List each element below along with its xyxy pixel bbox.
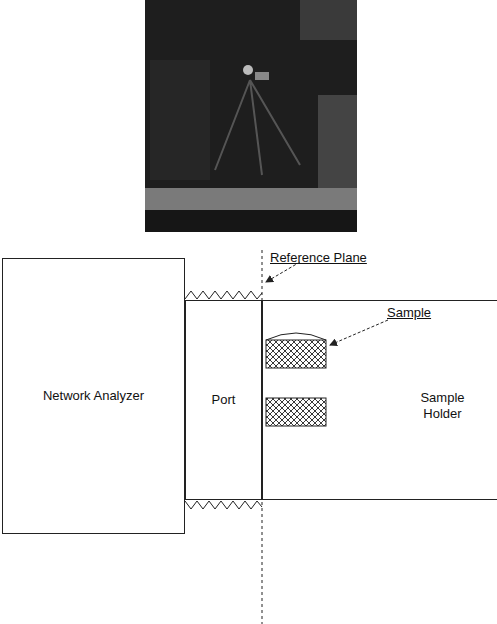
sample-piece bbox=[266, 398, 326, 426]
photo bbox=[145, 0, 357, 232]
thread-top bbox=[185, 291, 262, 299]
port-box: Port bbox=[185, 300, 262, 500]
node-label: Network Analyzer bbox=[43, 388, 144, 404]
thread-bottom bbox=[185, 501, 262, 509]
sample-label: Sample bbox=[385, 305, 433, 320]
node-label: Port bbox=[212, 392, 236, 408]
holder-box: Sample Holder bbox=[262, 300, 497, 500]
reference-plane-label: Reference Plane bbox=[268, 250, 369, 265]
node-label: Sample Holder bbox=[408, 390, 478, 422]
sample-piece bbox=[266, 340, 326, 368]
leader-line bbox=[330, 320, 388, 345]
analyzer-box: Network Analyzer bbox=[2, 258, 185, 534]
reference-plane bbox=[262, 250, 263, 624]
leader-line bbox=[266, 262, 300, 282]
sample-arc bbox=[266, 333, 326, 340]
